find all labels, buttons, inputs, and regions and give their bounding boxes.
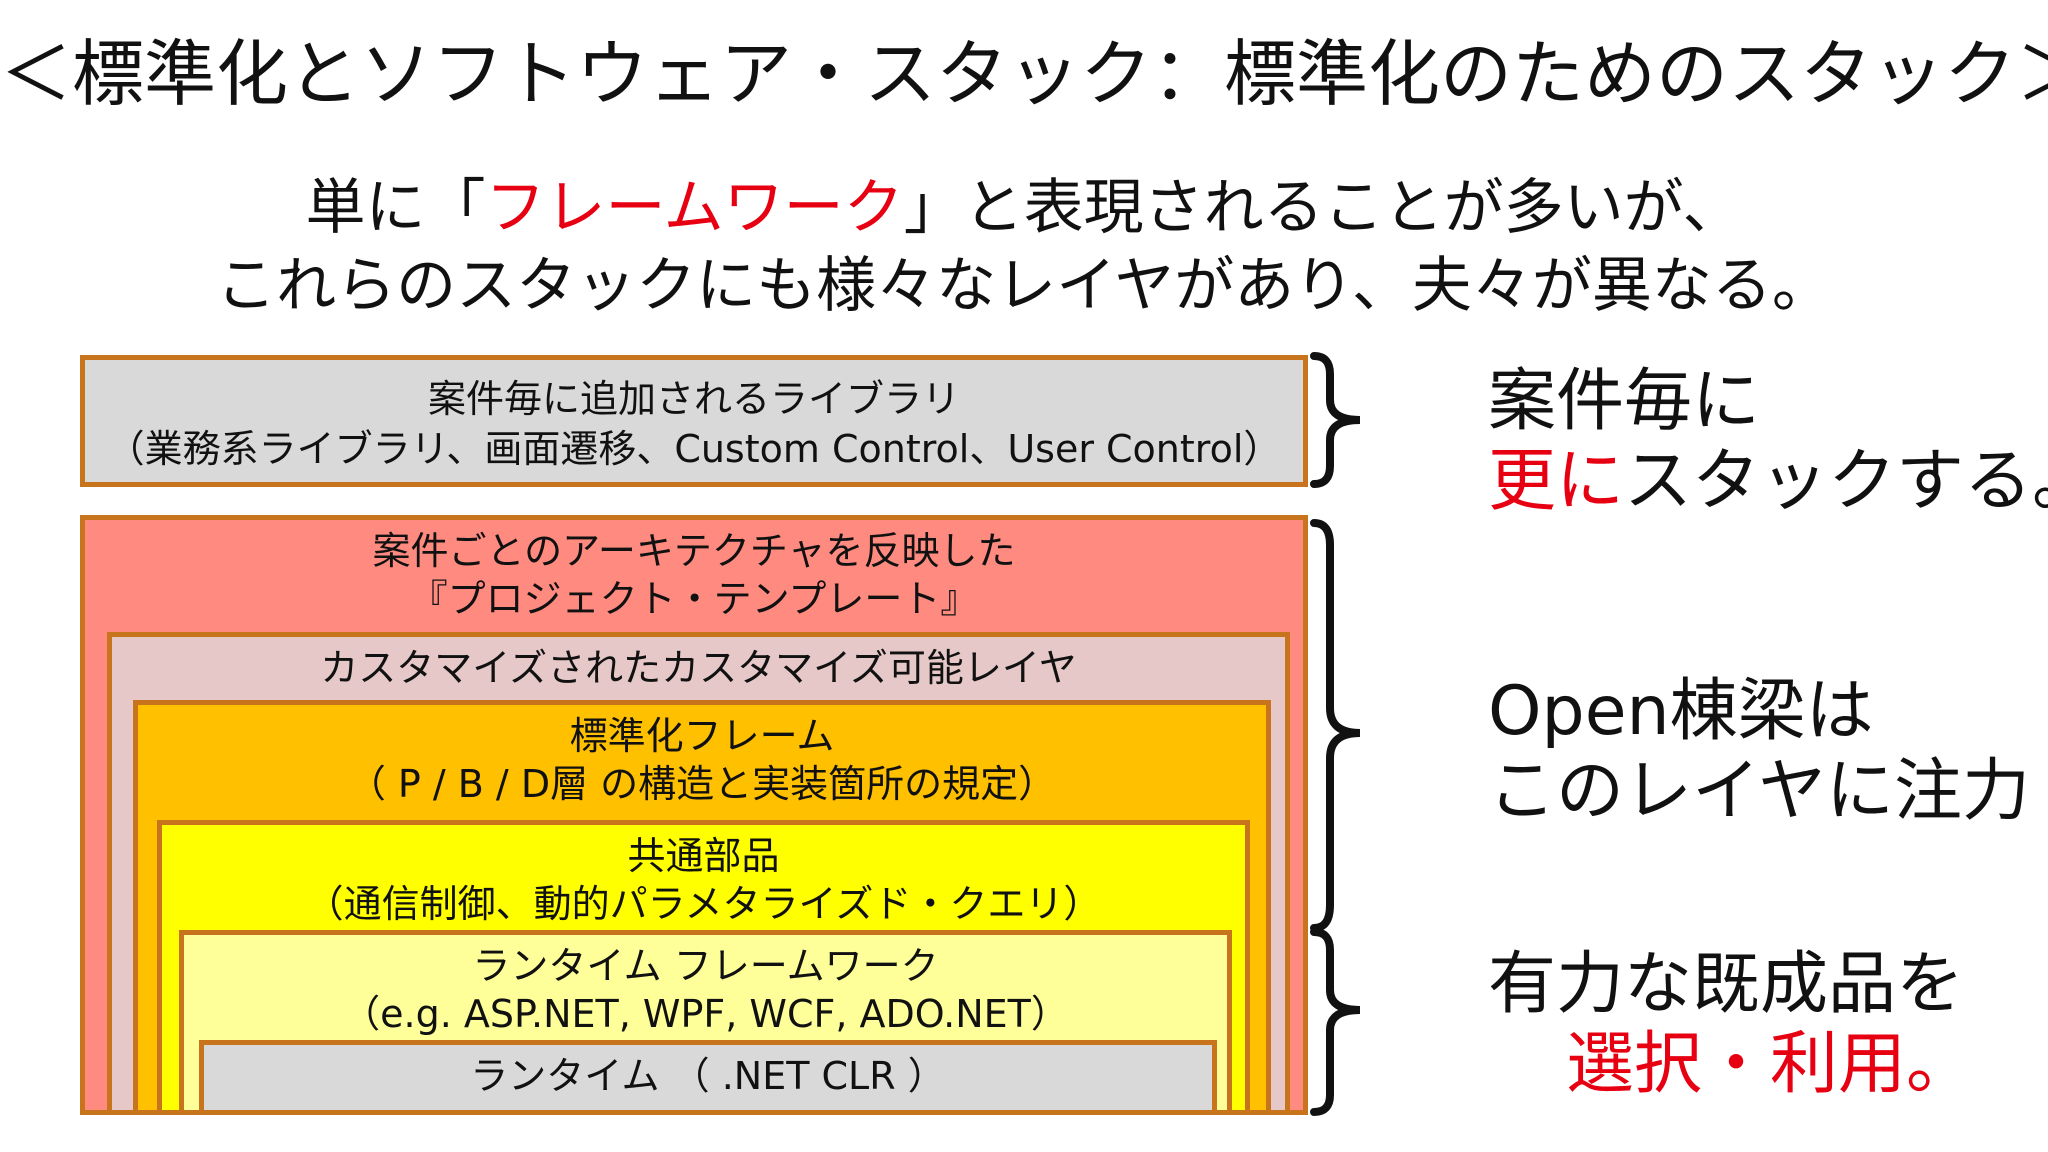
- note-project-stack-line-2: 更にスタックする。: [1488, 442, 2048, 522]
- note-off-the-shelf-line-2: 選択・利用。: [1566, 1025, 1975, 1105]
- layer-project-template-detail: 『プロジェクト・テンプレート』: [409, 577, 979, 621]
- layer-common-parts-title: 共通部品: [627, 834, 780, 878]
- note-project-stack-highlight: 更に: [1488, 442, 1625, 522]
- layer-project-library-detail: （業務系ライブラリ、画面遷移、Custom Control、User Contr…: [106, 427, 1282, 471]
- layer-project-library: 案件毎に追加されるライブラリ （業務系ライブラリ、画面遷移、Custom Con…: [80, 355, 1308, 487]
- layer-runtime-title: ランタイム （ .NET CLR ）: [470, 1054, 946, 1098]
- subtitle-prefix: 単に「: [305, 173, 486, 243]
- layer-customized-title: カスタマイズされたカスタマイズ可能レイヤ: [320, 646, 1077, 690]
- layer-common-parts-detail: （通信制御、動的パラメタライズド・クエリ）: [305, 882, 1102, 926]
- layer-project-library-title: 案件毎に追加されるライブラリ: [427, 377, 960, 421]
- brace-middle: [1310, 519, 1361, 932]
- brace-top: [1310, 352, 1361, 488]
- curly-braces: [1310, 352, 1361, 1116]
- note-off-the-shelf: 有力な既成品を 選択・利用。: [1488, 945, 1974, 1105]
- layer-project-template-title: 案件ごとのアーキテクチャを反映した: [372, 529, 1016, 573]
- layer-standard-frame-detail: （ P / B / D層 の構造と実装箇所の規定）: [347, 762, 1057, 806]
- note-off-the-shelf-line-1: 有力な既成品を: [1488, 945, 1965, 1024]
- subtitle-suffix: 」と表現されることが多いが、: [903, 173, 1743, 243]
- note-project-stack-line-1: 案件毎に: [1488, 362, 1761, 441]
- note-open-touryo: Open棟梁は このレイヤに注力: [1488, 672, 2030, 832]
- subtitle-highlight: フレームワーク: [485, 173, 904, 243]
- layer-runtime-framework-detail: （e.g. ASP.NET, WPF, WCF, ADO.NET）: [342, 992, 1069, 1036]
- note-open-touryo-line-1: Open棟梁は: [1488, 672, 1874, 751]
- subtitle-line-1: 単に「フレームワーク」と表現されることが多いが、: [0, 178, 2048, 238]
- layer-runtime-framework-title: ランタイム フレームワーク: [472, 944, 939, 988]
- note-project-stack: 案件毎に 更にスタックする。: [1488, 362, 2048, 522]
- subtitle-line-2: これらのスタックにも様々なレイヤがあり、夫々が異なる。: [216, 251, 1832, 321]
- layer-runtime: ランタイム （ .NET CLR ）: [199, 1040, 1217, 1115]
- layer-standard-frame-title: 標準化フレーム: [569, 714, 835, 758]
- note-project-stack-rest: スタックする。: [1624, 442, 2048, 522]
- brace-bottom: [1310, 928, 1361, 1116]
- note-open-touryo-line-2: このレイヤに注力: [1488, 752, 2030, 832]
- page-title: ＜標準化とソフトウェア・スタック：標準化のためのスタック＞: [0, 32, 2048, 116]
